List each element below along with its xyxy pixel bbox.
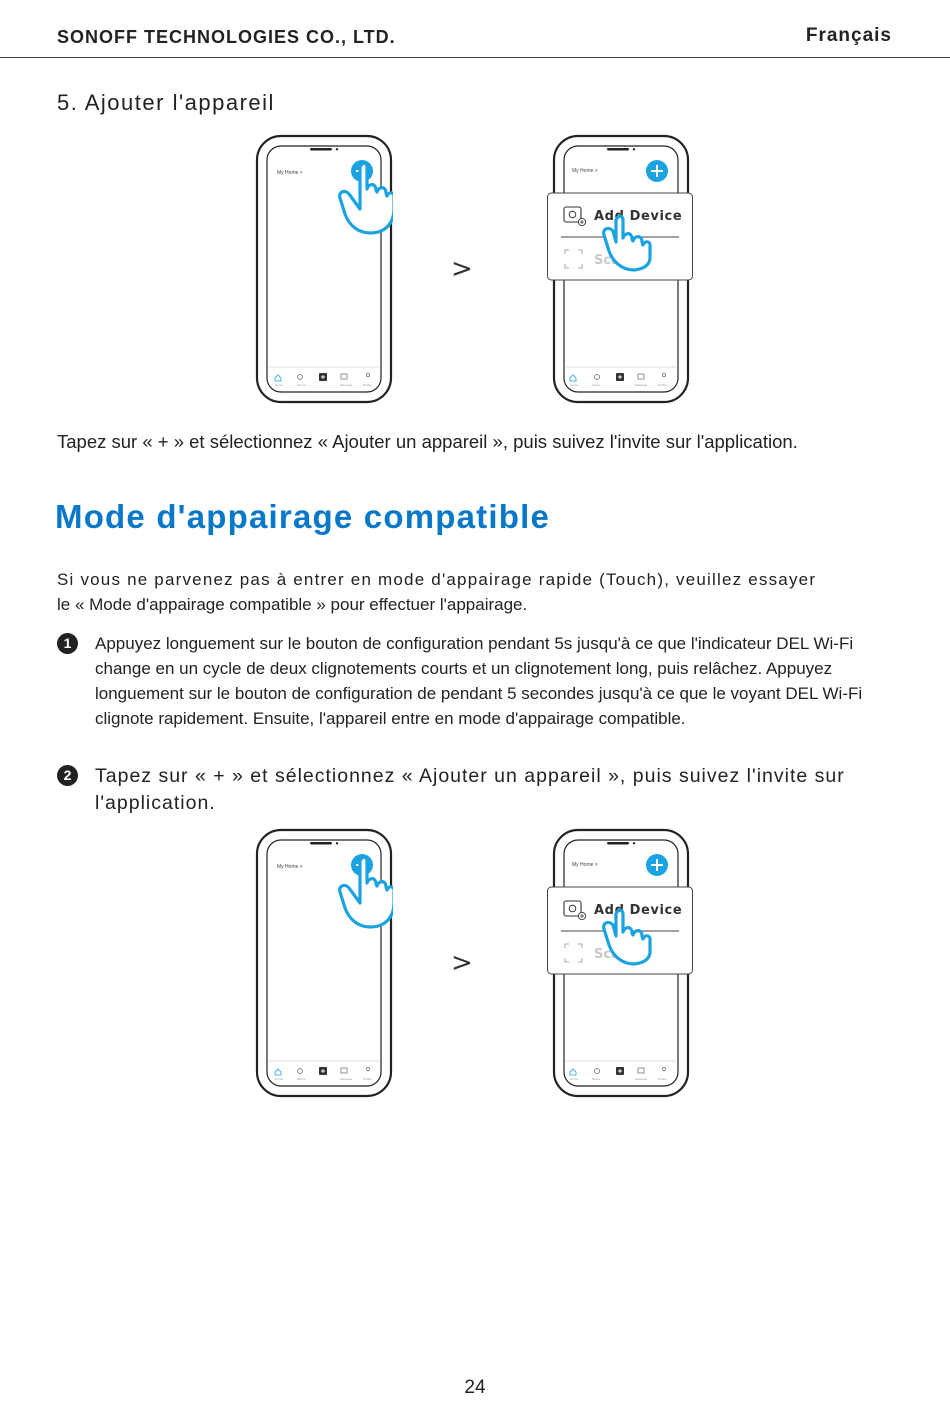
step-number-badge: 1: [57, 633, 78, 654]
tab-profile: Profile: [363, 1077, 372, 1081]
phone-illustration-add-device: My Home > Home Scene Message Profile Add…: [547, 134, 693, 404]
phone-illustration-tap-plus: My Home > Home Scene Message Profile: [255, 828, 393, 1098]
tab-scene: Scene: [592, 1077, 601, 1081]
home-icon: [274, 374, 282, 382]
arrow-icon: >: [451, 948, 473, 978]
tap-hand-icon: [602, 908, 652, 966]
arrow-icon: >: [451, 254, 473, 284]
tab-scene: Scene: [297, 383, 306, 387]
header-divider: [0, 57, 950, 58]
tap-hand-icon: [602, 214, 652, 272]
tab-message: Message: [340, 1077, 353, 1081]
home-icon: [569, 374, 577, 382]
message-icon: [637, 373, 645, 380]
step-text: Tapez sur « + » et sélectionnez « Ajoute…: [95, 765, 845, 814]
step-number-badge: 2: [57, 765, 78, 786]
tab-home: Home: [275, 383, 283, 387]
phone-illustration-tap-plus: My Home > Home Scene Message Profile: [255, 134, 393, 404]
tab-message: Message: [635, 1077, 648, 1081]
profile-icon: [366, 1067, 370, 1071]
message-icon: [637, 1067, 645, 1074]
home-label: My Home >: [572, 862, 598, 868]
phone-illustration-add-device: My Home > Home Scene Message Profile Add…: [547, 828, 693, 1098]
tab-home: Home: [570, 383, 578, 387]
page-number: 24: [464, 1377, 486, 1398]
tab-profile: Profile: [363, 383, 372, 387]
scene-icon: [297, 374, 303, 380]
home-label: My Home >: [572, 168, 598, 174]
tap-hand-icon: [338, 855, 393, 929]
scene-icon: [594, 374, 600, 380]
profile-icon: [662, 373, 666, 377]
section-title-add-device: 5. Ajouter l'appareil: [57, 90, 275, 115]
menu-item-add-device: Add Device: [594, 209, 682, 224]
intro-line-2: le « Mode d'appairage compatible » pour …: [57, 595, 528, 614]
tab-message: Message: [635, 383, 648, 387]
profile-icon: [662, 1067, 666, 1071]
device-icon: [563, 206, 582, 223]
device-icon: [563, 900, 582, 917]
menu-item-add-device: Add Device: [594, 903, 682, 918]
tap-hand-icon: [338, 161, 393, 235]
step-text: Appuyez longuement sur le bouton de conf…: [95, 634, 863, 728]
home-label: My Home >: [277, 170, 303, 176]
scan-icon: [564, 249, 583, 269]
tab-scene: Scene: [297, 1077, 306, 1081]
tab-profile: Profile: [658, 1077, 667, 1081]
tab-message: Message: [340, 383, 353, 387]
home-icon: [274, 1068, 282, 1076]
scan-icon: [564, 943, 583, 963]
tab-home: Home: [570, 1077, 578, 1081]
step5-caption: Tapez sur « + » et sélectionnez « Ajoute…: [57, 431, 798, 452]
scene-icon: [594, 1068, 600, 1074]
home-icon: [569, 1068, 577, 1076]
profile-icon: [366, 373, 370, 377]
compatible-mode-intro: Si vous ne parvenez pas à entrer en mode…: [57, 567, 917, 617]
message-icon: [340, 373, 348, 380]
message-icon: [340, 1067, 348, 1074]
language-label: Français: [805, 25, 892, 46]
scene-icon: [297, 1068, 303, 1074]
intro-line-1: Si vous ne parvenez pas à entrer en mode…: [57, 570, 817, 589]
tab-scene: Scene: [592, 383, 601, 387]
company-name: SONOFF TECHNOLOGIES CO., LTD.: [57, 27, 396, 47]
tab-profile: Profile: [658, 383, 667, 387]
compatible-mode-title: Mode d'appairage compatible: [55, 498, 550, 535]
home-label: My Home >: [277, 864, 303, 870]
tab-home: Home: [275, 1077, 283, 1081]
